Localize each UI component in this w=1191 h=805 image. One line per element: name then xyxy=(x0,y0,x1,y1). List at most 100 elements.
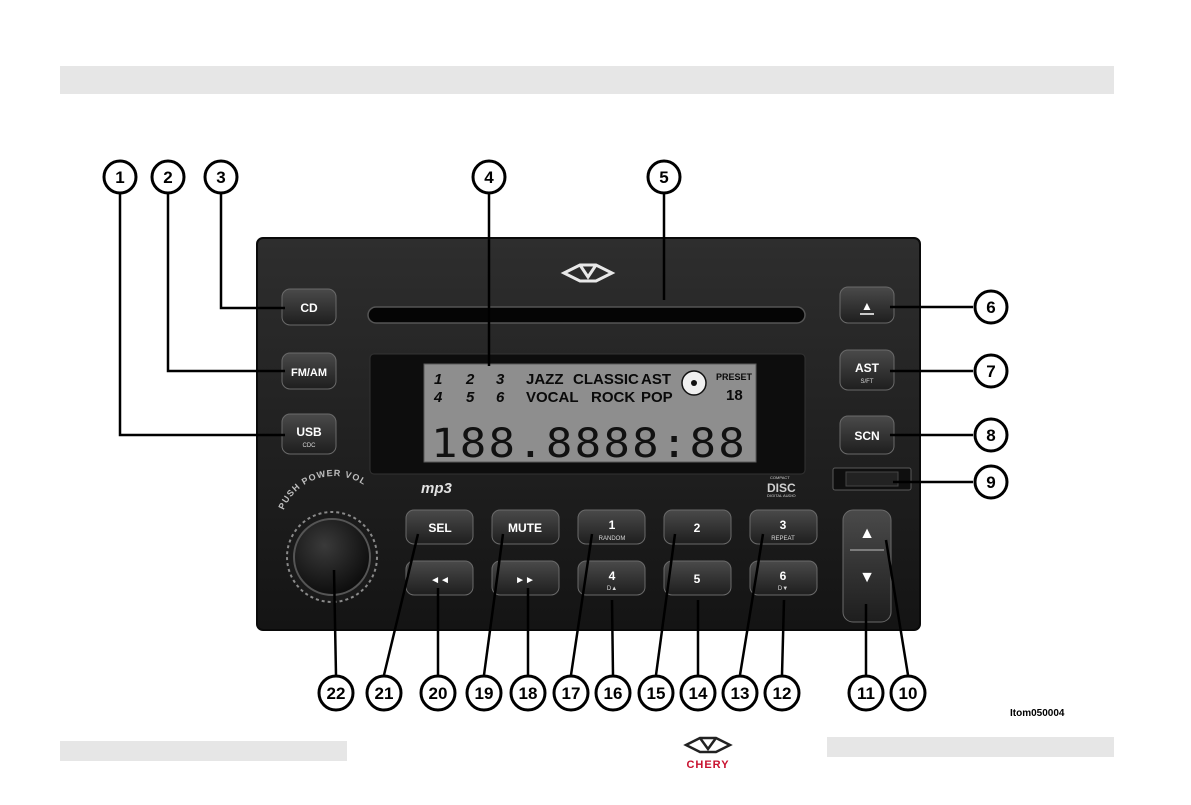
svg-text:15: 15 xyxy=(647,684,666,703)
eq-ast: AST xyxy=(641,371,671,388)
svg-text:▲: ▲ xyxy=(861,299,873,313)
svg-text:4: 4 xyxy=(484,168,494,187)
svg-text:8: 8 xyxy=(986,426,995,445)
svg-text:REPEAT: REPEAT xyxy=(771,536,795,542)
svg-text:3: 3 xyxy=(780,518,787,532)
eq-rock: ROCK xyxy=(591,389,635,406)
callout-15: 15 xyxy=(639,676,673,710)
footer-brand-text: CHERY xyxy=(686,759,729,771)
preset-6-button[interactable]: 6 D▼ xyxy=(750,561,817,595)
scn-button[interactable]: SCN xyxy=(840,416,894,454)
eq-pop: POP xyxy=(641,389,673,406)
callout-1: 1 xyxy=(104,161,136,193)
disc-icon xyxy=(682,371,706,395)
preset-3-button[interactable]: 3 REPEAT xyxy=(750,510,817,544)
fm-am-button[interactable]: FM/AM xyxy=(282,353,336,389)
svg-text:6: 6 xyxy=(986,298,995,317)
lcd-segment-readout: 188.8888:88 xyxy=(431,421,747,467)
callout-10: 10 xyxy=(891,676,925,710)
svg-text:13: 13 xyxy=(731,684,750,703)
ast-button[interactable]: AST S/FT xyxy=(840,350,894,390)
callout-4: 4 xyxy=(473,161,505,193)
callout-22: 22 xyxy=(319,676,353,710)
usb-button[interactable]: USB CDC xyxy=(282,414,336,454)
callout-7: 7 xyxy=(975,355,1007,387)
svg-text:D▼: D▼ xyxy=(778,586,788,592)
cd-slot[interactable] xyxy=(368,307,805,323)
svg-text:17: 17 xyxy=(562,684,581,703)
callout-12: 12 xyxy=(765,676,799,710)
svg-text:6: 6 xyxy=(780,569,787,583)
svg-text:◄◄: ◄◄ xyxy=(430,575,450,586)
callout-6: 6 xyxy=(975,291,1007,323)
callout-13: 13 xyxy=(723,676,757,710)
callout-2: 2 xyxy=(152,161,184,193)
preset-5-button[interactable]: 5 xyxy=(664,561,731,595)
usb-port[interactable] xyxy=(833,468,911,490)
svg-text:22: 22 xyxy=(327,684,346,703)
tune-down-icon: ▼ xyxy=(859,569,875,586)
svg-text:CDC: CDC xyxy=(303,443,317,449)
svg-text:9: 9 xyxy=(986,473,995,492)
eq-classic: CLASSIC xyxy=(573,371,639,388)
svg-text:12: 12 xyxy=(773,684,792,703)
preset-icon-4: 4 xyxy=(433,389,443,406)
callout-17: 17 xyxy=(554,676,588,710)
preset-icon-1: 1 xyxy=(434,371,442,388)
svg-text:SEL: SEL xyxy=(428,521,451,535)
callout-21: 21 xyxy=(367,676,401,710)
svg-text:1: 1 xyxy=(115,168,124,187)
callout-19: 19 xyxy=(467,676,501,710)
preset-digits: 18 xyxy=(726,387,743,404)
svg-text:4: 4 xyxy=(609,569,616,583)
svg-text:MUTE: MUTE xyxy=(508,521,542,535)
svg-text:D▲: D▲ xyxy=(607,586,617,592)
callout-18: 18 xyxy=(511,676,545,710)
preset-1-button[interactable]: 1 RANDOM xyxy=(578,510,645,544)
tune-up-icon: ▲ xyxy=(859,525,875,542)
svg-text:7: 7 xyxy=(986,362,995,381)
callout-3: 3 xyxy=(205,161,237,193)
rewind-button[interactable]: ◄◄ xyxy=(406,561,473,595)
svg-text:3: 3 xyxy=(216,168,225,187)
mp3-logo: mp3 xyxy=(421,480,453,497)
svg-text:21: 21 xyxy=(375,684,394,703)
fast-forward-button[interactable]: ►► xyxy=(492,561,559,595)
svg-text:2: 2 xyxy=(163,168,172,187)
svg-text:16: 16 xyxy=(604,684,623,703)
svg-text:S/FT: S/FT xyxy=(861,379,874,385)
svg-text:5: 5 xyxy=(694,572,701,586)
eq-jazz: JAZZ xyxy=(526,371,564,388)
svg-text:COMPACT: COMPACT xyxy=(770,475,790,480)
figure-code: Itom050004 xyxy=(1010,708,1065,719)
eq-vocal: VOCAL xyxy=(526,389,579,406)
volume-knob[interactable] xyxy=(287,512,377,602)
footer-chery-logo xyxy=(686,738,730,752)
svg-text:AST: AST xyxy=(855,361,880,375)
callout-5: 5 xyxy=(648,161,680,193)
svg-text:USB: USB xyxy=(296,425,322,439)
svg-text:14: 14 xyxy=(689,684,708,703)
callout-8: 8 xyxy=(975,419,1007,451)
cd-button[interactable]: CD xyxy=(282,289,336,325)
svg-text:2: 2 xyxy=(694,521,701,535)
preset-icon-2: 2 xyxy=(465,371,475,388)
callout-16: 16 xyxy=(596,676,630,710)
callout-11: 11 xyxy=(849,676,883,710)
callout-14: 14 xyxy=(681,676,715,710)
preset-icon-6: 6 xyxy=(496,389,505,406)
preset-label: PRESET xyxy=(716,372,753,382)
svg-text:11: 11 xyxy=(857,684,875,703)
svg-text:1: 1 xyxy=(609,518,616,532)
svg-text:20: 20 xyxy=(429,684,448,703)
callout-20: 20 xyxy=(421,676,455,710)
svg-text:►►: ►► xyxy=(515,575,535,586)
svg-text:FM/AM: FM/AM xyxy=(291,367,327,379)
svg-text:DIGITAL AUDIO: DIGITAL AUDIO xyxy=(767,493,796,498)
svg-text:CD: CD xyxy=(300,301,318,315)
preset-icon-5: 5 xyxy=(466,389,475,406)
svg-text:18: 18 xyxy=(519,684,538,703)
eject-button[interactable]: ▲ xyxy=(840,287,894,323)
svg-text:5: 5 xyxy=(659,168,668,187)
